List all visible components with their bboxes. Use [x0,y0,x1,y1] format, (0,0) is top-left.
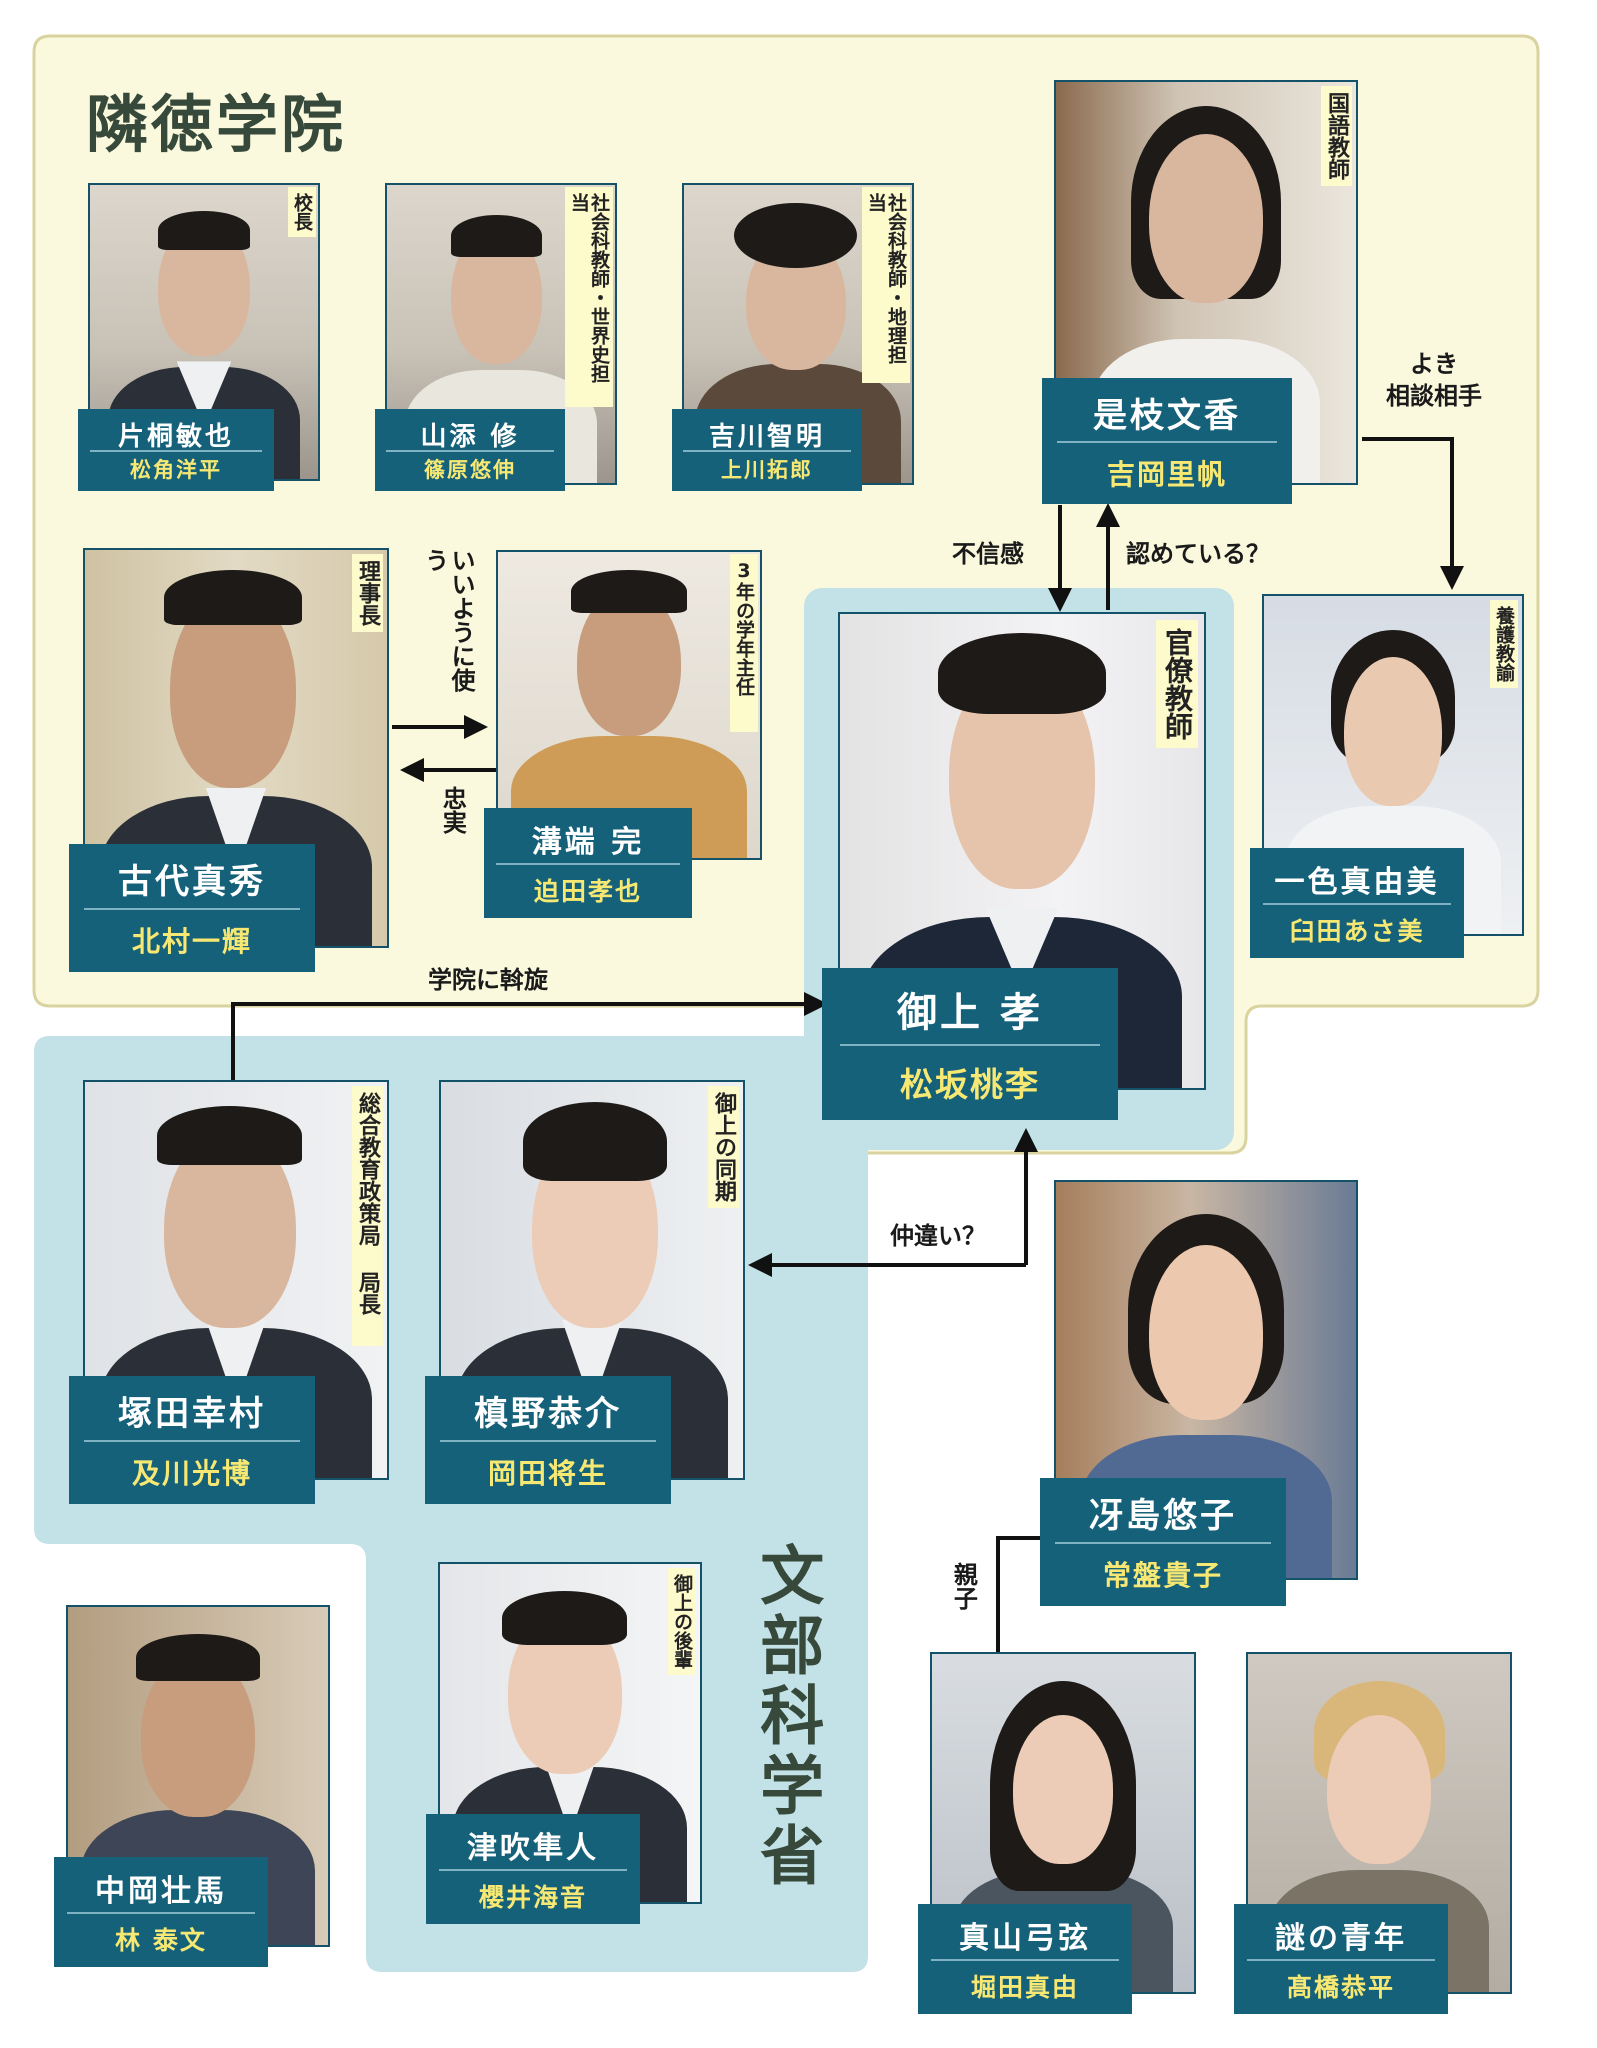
role-koreeda: 国語教師 [1320,86,1352,186]
card-saejima: 冴島悠子 常盤貴子 [1040,1180,1358,1606]
line-oyako [996,1536,1046,1652]
actor-tsukada: 及川光博 [131,1457,252,1491]
actor-makino: 岡田将生 [487,1457,608,1491]
card-koreeda: 国語教師 是枝文香 吉岡里帆 [1042,80,1358,504]
role-katagiri: 校長 [287,187,316,237]
card-nakaoka: 中岡壮馬 林 泰文 [54,1605,330,1967]
role-tsukada: 総合教育政策局 局長 [351,1086,383,1346]
role-yamazoe: 社会科教師・世界史担当 [564,187,613,407]
name-nazo: 謎の青年 [1275,1920,1407,1956]
label-koreeda: 是枝文香 吉岡里帆 [1042,378,1292,504]
name-nakaoka: 中岡壮馬 [95,1873,227,1909]
card-tsukada: 総合教育政策局 局長 塚田幸村 及川光博 [69,1080,389,1504]
actor-mikami: 松坂桃李 [900,1065,1040,1105]
card-katagiri: 校長 片桐敏也 松角洋平 [78,183,320,491]
label-yamazoe: 山添 修 篠原悠伸 [375,409,565,491]
label-mizobata: 溝端 完 迫田孝也 [484,808,692,918]
name-yamazoe: 山添 修 [420,421,520,452]
actor-tsubuki: 櫻井海音 [478,1883,587,1913]
role-tsubuki: 御上の後輩 [667,1568,696,1675]
role-mizobata: 3年の学年主任 [729,554,758,732]
name-tsukada: 塚田幸村 [118,1394,266,1435]
role-makino: 御上の同期 [707,1086,739,1208]
actor-kodai: 北村一輝 [131,925,252,959]
actor-nakaoka: 林 泰文 [115,1926,207,1956]
actor-yoshikawa: 上川拓郎 [721,456,813,482]
name-makino: 槙野恭介 [474,1394,622,1435]
name-koreeda: 是枝文香 [1093,396,1241,437]
role-yoshikawa: 社会科教師・地理担当 [861,187,910,383]
label-kodai: 古代真秀 北村一輝 [69,844,315,972]
actor-isshiki: 臼田あさ美 [1289,917,1425,947]
arrow-koreeda-isshiki [1362,437,1464,590]
name-katagiri: 片桐敏也 [117,421,234,452]
actor-saejima: 常盤貴子 [1102,1559,1223,1593]
card-mayama: 真山弓弦 堀田真由 [918,1652,1196,2014]
rintoku-title: 隣徳学院 [86,88,347,161]
relation-oyako: 親子 [949,1562,978,1610]
actor-yamazoe: 篠原悠伸 [424,456,516,482]
actor-nazo: 髙橋恭平 [1286,1973,1395,2003]
name-mayama: 真山弓弦 [959,1920,1091,1956]
label-isshiki: 一色真由美 臼田あさ美 [1250,848,1464,958]
name-saejima: 冴島悠子 [1089,1496,1237,1537]
label-tsubuki: 津吹隼人 櫻井海音 [426,1814,640,1924]
card-tsubuki: 御上の後輩 津吹隼人 櫻井海音 [426,1562,702,1924]
label-saejima: 冴島悠子 常盤貴子 [1040,1478,1286,1606]
card-yoshikawa: 社会科教師・地理担当 吉川智明 上川拓郎 [672,183,914,491]
actor-koreeda: 吉岡里帆 [1106,457,1227,491]
name-yoshikawa: 吉川智明 [708,421,825,452]
label-yoshikawa: 吉川智明 上川拓郎 [672,409,862,491]
relation-nakatagai: 仲違い？ [890,1222,986,1250]
card-yamazoe: 社会科教師・世界史担当 山添 修 篠原悠伸 [375,183,617,491]
arrow-gakuin [231,992,828,1080]
label-mikami: 御上 孝 松坂桃李 [822,968,1118,1120]
monbu-title: 文部科学省 [749,1542,824,1892]
label-mayama: 真山弓弦 堀田真由 [918,1904,1132,2014]
role-mikami: 官僚教師 [1156,620,1198,748]
role-isshiki: 養護教諭 [1489,600,1518,688]
card-nazo: 謎の青年 髙橋恭平 [1234,1652,1512,2014]
relation-iiyouni: いいように使う [420,548,475,692]
actor-mayama: 堀田真由 [970,1973,1079,2003]
card-mikami: 官僚教師 御上 孝 松坂桃李 [822,612,1206,1120]
card-kodai: 理事長 古代真秀 北村一輝 [69,548,389,972]
label-katagiri: 片桐敏也 松角洋平 [78,409,274,491]
relation-chujitsu: 忠実 [438,786,467,834]
name-isshiki: 一色真由美 [1274,864,1440,900]
name-mizobata: 溝端 完 [531,824,645,860]
relation-fushinkan: 不信感 [952,540,1024,568]
actor-mizobata: 迫田孝也 [533,877,642,907]
card-mizobata: 3年の学年主任 溝端 完 迫田孝也 [484,550,762,918]
name-kodai: 古代真秀 [118,862,266,903]
actor-katagiri: 松角洋平 [130,456,222,482]
relation-gakuin: 学院に斡旋 [428,966,548,994]
name-mikami: 御上 孝 [897,989,1043,1037]
name-tsubuki: 津吹隼人 [467,1830,599,1866]
relation-mitomete: 認めている？ [1126,540,1270,568]
role-kodai: 理事長 [351,554,383,632]
label-makino: 槙野恭介 岡田将生 [425,1376,671,1504]
label-nazo: 謎の青年 髙橋恭平 [1234,1904,1448,2014]
card-isshiki: 養護教諭 一色真由美 臼田あさ美 [1250,594,1524,958]
label-tsukada: 塚田幸村 及川光博 [69,1376,315,1504]
relation-yoki-soudan: よき 相談相手 [1386,350,1482,411]
label-nakaoka: 中岡壮馬 林 泰文 [54,1857,268,1967]
card-makino: 御上の同期 槙野恭介 岡田将生 [425,1080,745,1504]
